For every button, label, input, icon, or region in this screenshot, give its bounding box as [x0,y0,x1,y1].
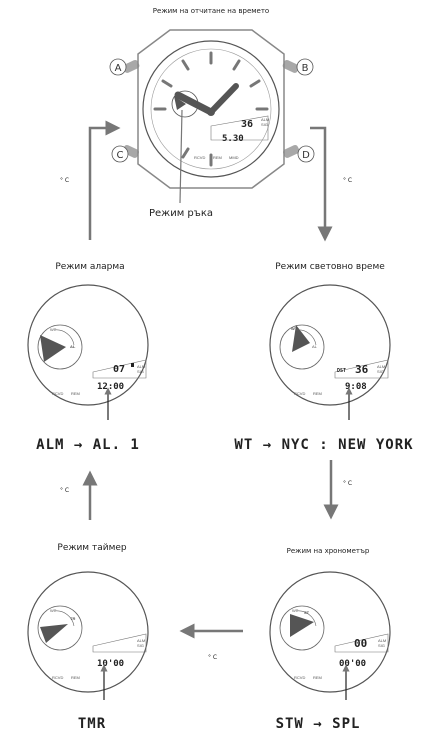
alarm-mark-sig: SIG [137,369,144,374]
world-dial-al: AL [312,344,318,349]
alarm-mark-rcvd: RCVD [52,391,63,396]
alarm-mode-code: ALM → AL. 1 [36,437,140,453]
hour-hand [174,91,215,116]
world-mark-sig: SIG [377,369,384,374]
timer-watch: WT TR ALM SIG 10'00 RCVD REM [27,571,149,700]
alarm-watch: WT AL 07 ALM SIG 12:00 RCVD REM [27,284,149,420]
world-dst-badge: DST [337,368,346,374]
world-mark-rcvd: RCVD [294,391,305,396]
watch-case [137,29,285,189]
unit-label-world: ° C [343,480,353,487]
timer-mark-rem: REM [71,675,80,680]
page-title: Режим на отчитане на времето [152,7,270,15]
hand-mode-label: Режим ръка [149,208,213,219]
timer-dial-wt: WT [50,608,57,613]
world-dial-wt: WT [291,326,298,331]
button-c-badge [111,145,129,163]
stopwatch-mark-rcvd: RCVD [294,675,305,680]
timer-mode-code: TMR [77,716,107,732]
world-time-mode-code: WT → NYC : NEW YORK [234,437,414,453]
button-b-badge [296,58,314,76]
button-c-label: C [117,150,124,161]
main-watch: 36 5.30 ALM SIG RCVD REM MMD A B C D [109,29,315,204]
main-lcd-day: 36 [241,119,253,130]
button-d-label: D [302,150,310,161]
unit-label-left: ° C [60,177,70,184]
main-mark-rcvd: RCVD [194,155,205,160]
alarm-mode-title: Режим аларма [55,262,125,272]
stopwatch-lcd-top: 00 [354,637,367,650]
main-mark-mmd: MMD [229,155,239,160]
world-mark-alm: ALM [377,364,385,369]
main-mark-sig: SIG [261,122,268,127]
timer-dial-tr: TR [70,616,75,621]
button-b-label: B [302,63,309,74]
timer-mark-alm: ALM [137,638,145,643]
world-time-watch: WT AL DST 36 ALM SIG 9:08 RCVD REM [269,284,391,420]
world-lcd-top: 36 [355,363,369,376]
stopwatch-mark-rem: REM [313,675,322,680]
stopwatch-mark-sig: SIG [378,643,385,648]
world-mark-rem: REM [313,391,322,396]
watch-dial [150,48,272,170]
main-mark-rem: REM [213,155,222,160]
stopwatch-lcd-bottom: 00'00 [339,659,366,669]
button-a[interactable] [122,59,140,74]
hand-mode-pointer [179,109,183,204]
world-time-mode-title: Режим световно време [275,262,385,272]
button-c[interactable] [122,144,140,159]
timer-mode-title: Режим таймер [57,543,127,553]
timer-lcd-bottom: 10'00 [97,659,124,669]
button-b[interactable] [282,59,300,74]
timer-mark-rcvd: RCVD [52,675,63,680]
main-lcd-time: 5.30 [222,134,244,144]
stopwatch-dial-st: ST [304,610,310,615]
stopwatch-mode-code: STW → SPL [275,716,361,732]
main-mark-alm: ALM [261,117,269,122]
arrow-alarm-to-timekeeping [88,120,121,240]
alarm-dial-al: AL [70,344,76,349]
unit-label-bottom: ° C [208,654,218,661]
button-a-badge [109,58,127,76]
alarm-mark-alm: ALM [137,364,145,369]
stopwatch-dial-wt: WT [292,608,299,613]
timer-mark-sig: SIG [137,643,144,648]
stopwatch-mark-alm: ALM [378,638,386,643]
unit-label-alarm: ° C [60,487,70,494]
button-d[interactable] [282,144,300,159]
minute-hand [208,83,239,115]
button-a-label: A [115,63,122,74]
arrow-timekeeping-to-world [310,126,333,242]
alarm-mark-rem: REM [71,391,80,396]
alarm-dial-wt: WT [50,327,57,332]
alarm-lcd-bottom: 12:00 [97,382,124,392]
world-lcd-bottom: 9:08 [345,382,367,392]
lcd-window [210,115,269,141]
alarm-lcd-top: 07 [113,364,125,375]
button-d-badge [297,145,315,163]
stopwatch-watch: WT ST 00 ALM SIG 00'00 RCVD REM [269,571,391,700]
stopwatch-mode-title: Режим на хронометър [286,547,370,555]
unit-label-right: ° C [343,177,353,184]
